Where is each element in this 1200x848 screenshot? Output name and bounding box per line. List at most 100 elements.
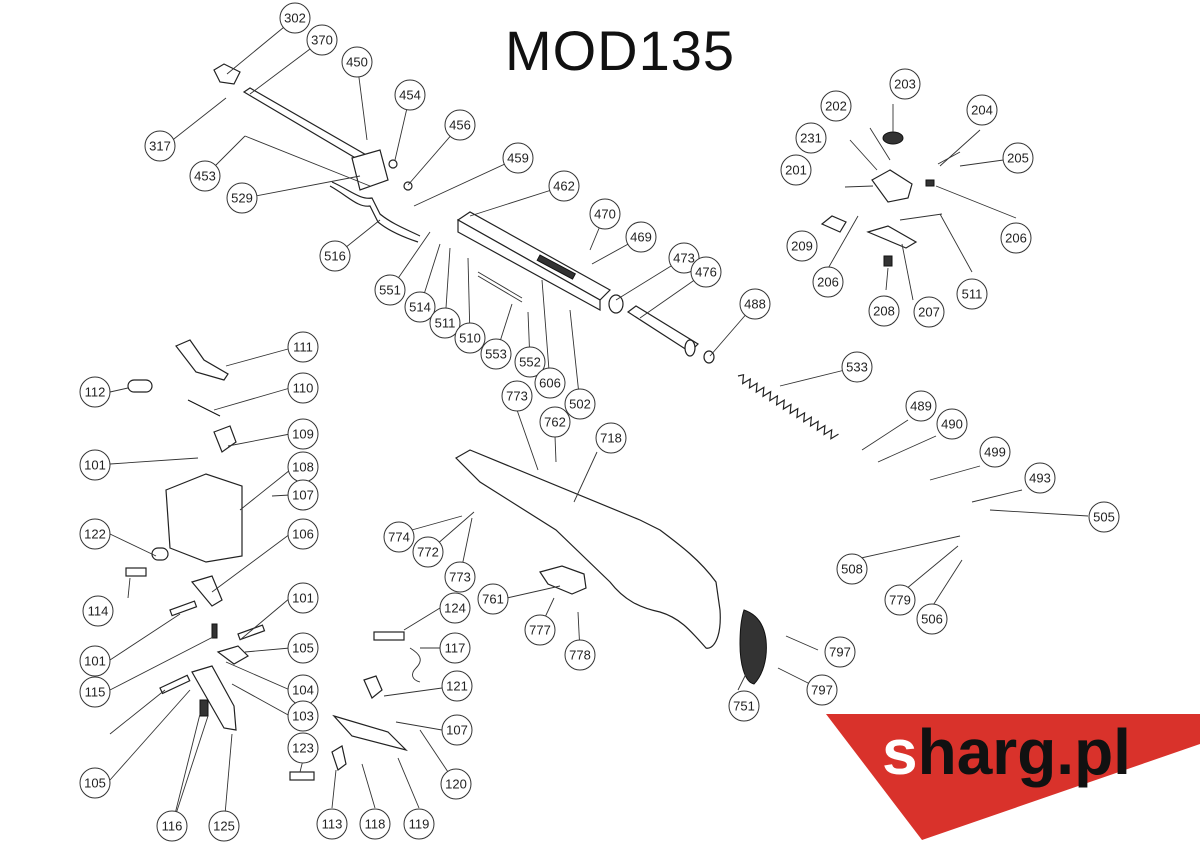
- bubble-553: 553: [480, 338, 512, 370]
- bubble-123: 123: [287, 732, 319, 764]
- bubble-204: 204: [966, 94, 998, 126]
- bubble-206b: 206: [812, 266, 844, 298]
- part-label-510: 510: [459, 331, 481, 346]
- bubble-462: 462: [548, 170, 580, 202]
- diagram-title: MOD135: [504, 19, 736, 82]
- bubble-551: 551: [374, 274, 406, 306]
- trigger-group: [125, 339, 421, 781]
- part-label-124: 124: [444, 601, 466, 616]
- part-label-107: 107: [446, 723, 468, 738]
- part-label-797: 797: [811, 683, 833, 698]
- bubble-110: 110: [287, 372, 319, 404]
- bubble-122: 122: [79, 518, 111, 550]
- barrel-assembly: [213, 63, 421, 243]
- part-label-205: 205: [1007, 151, 1029, 166]
- bubble-456: 456: [444, 109, 476, 141]
- bubble-606: 606: [534, 367, 566, 399]
- part-label-450: 450: [346, 55, 368, 70]
- bubble-459: 459: [502, 142, 534, 174]
- part-label-118: 118: [365, 817, 386, 832]
- bubble-202: 202: [820, 90, 852, 122]
- bubble-104: 104: [287, 674, 319, 706]
- bubble-772: 772: [412, 536, 444, 568]
- bubble-511a: 511: [429, 307, 461, 339]
- part-label-107: 107: [292, 488, 314, 503]
- receiver-cylinder: [388, 159, 715, 364]
- part-label-533: 533: [846, 360, 868, 375]
- bubble-469: 469: [625, 221, 657, 253]
- bubble-370: 370: [306, 24, 338, 56]
- bubble-533: 533: [841, 351, 873, 383]
- part-label-122: 122: [84, 527, 106, 542]
- bubble-205: 205: [1002, 142, 1034, 174]
- bubble-317: 317: [144, 130, 176, 162]
- part-label-751: 751: [733, 699, 755, 714]
- bubble-101a: 101: [79, 449, 111, 481]
- bubble-108: 108: [287, 451, 319, 483]
- bubble-231: 231: [795, 122, 827, 154]
- part-label-453: 453: [194, 169, 216, 184]
- part-label-104: 104: [292, 683, 314, 698]
- bubble-476: 476: [690, 256, 722, 288]
- bubble-450: 450: [341, 46, 373, 78]
- brand-logo-triangle: [826, 714, 1200, 840]
- bubble-529: 529: [226, 182, 258, 214]
- part-label-476: 476: [695, 265, 717, 280]
- bubble-773a: 773: [501, 380, 533, 412]
- part-label-773: 773: [449, 570, 471, 585]
- bubble-779: 779: [884, 584, 916, 616]
- part-label-105: 105: [84, 776, 106, 791]
- part-label-499: 499: [984, 445, 1006, 460]
- bubble-510: 510: [454, 322, 486, 354]
- part-label-511: 511: [962, 287, 983, 302]
- bubble-506: 506: [916, 603, 948, 635]
- bubble-778: 778: [564, 639, 596, 671]
- bubble-107a: 107: [287, 479, 319, 511]
- bubble-111: 111: [287, 331, 319, 363]
- bubble-109: 109: [287, 418, 319, 450]
- bubble-207: 207: [913, 296, 945, 328]
- part-label-112: 112: [85, 385, 106, 400]
- part-label-553: 553: [485, 347, 507, 362]
- part-label-718: 718: [600, 431, 622, 446]
- part-label-317: 317: [149, 139, 171, 154]
- bubble-511b: 511: [956, 278, 988, 310]
- part-label-203: 203: [894, 77, 916, 92]
- part-label-109: 109: [292, 427, 314, 442]
- bubble-508: 508: [836, 553, 868, 585]
- part-label-201: 201: [785, 163, 807, 178]
- bubble-454: 454: [394, 79, 426, 111]
- bubble-490: 490: [936, 408, 968, 440]
- bubble-502: 502: [564, 388, 596, 420]
- part-label-552: 552: [519, 355, 541, 370]
- bubble-201: 201: [780, 154, 812, 186]
- part-label-514: 514: [409, 300, 431, 315]
- bubble-488: 488: [739, 288, 771, 320]
- part-label-773: 773: [506, 389, 528, 404]
- bubble-718: 718: [595, 422, 627, 454]
- part-label-125: 125: [213, 819, 235, 834]
- part-label-470: 470: [594, 207, 616, 222]
- part-label-454: 454: [399, 88, 421, 103]
- part-label-103: 103: [292, 709, 314, 724]
- bubble-114: 114: [82, 595, 114, 627]
- part-label-489: 489: [910, 399, 932, 414]
- bubble-774: 774: [383, 521, 415, 553]
- part-label-370: 370: [311, 33, 333, 48]
- bubble-489: 489: [905, 390, 937, 422]
- main-spring: [737, 373, 839, 440]
- bubble-106: 106: [287, 518, 319, 550]
- rear-sight: [820, 131, 961, 267]
- bubble-516: 516: [319, 240, 351, 272]
- part-label-120: 120: [445, 777, 467, 792]
- bubble-470: 470: [589, 198, 621, 230]
- bubble-116: 116: [156, 810, 188, 842]
- bubble-514: 514: [404, 291, 436, 323]
- part-label-508: 508: [841, 562, 863, 577]
- bubble-103: 103: [287, 700, 319, 732]
- bubble-125: 125: [208, 810, 240, 842]
- bubble-203: 203: [889, 68, 921, 100]
- bubble-105b: 105: [79, 767, 111, 799]
- part-label-488: 488: [744, 297, 766, 312]
